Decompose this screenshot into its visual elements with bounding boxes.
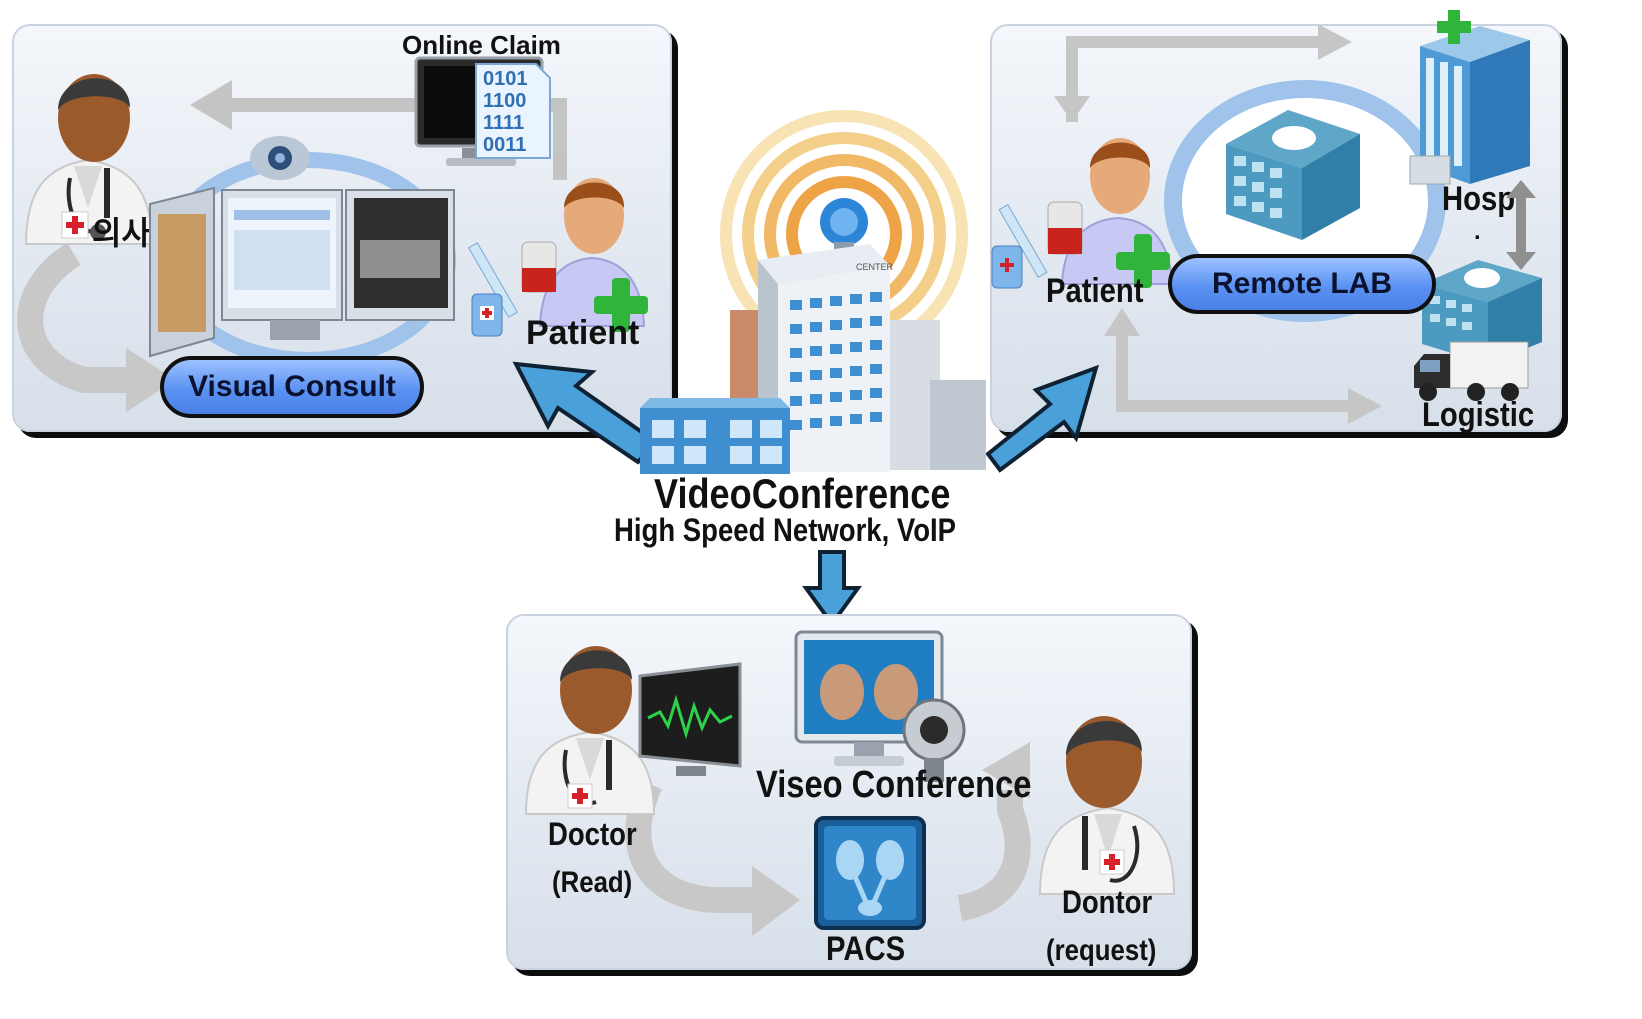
remote-lab-badge: Remote LAB	[1168, 254, 1436, 314]
green-cross-icon	[1116, 234, 1170, 288]
green-cross-icon	[594, 278, 648, 332]
remote-lab-building-icon	[1226, 110, 1360, 240]
medicine-icon	[991, 201, 1083, 289]
satellite-dish-icon	[820, 198, 868, 252]
center-building-icon	[640, 244, 986, 474]
pacs-icon	[814, 816, 926, 930]
conference-return-arrow	[982, 742, 1030, 798]
videoconference-subtitle: High Speed Network, VoIP	[614, 512, 957, 548]
lab-patient-label: Patient	[1046, 272, 1144, 310]
binary-line: 1111	[483, 112, 525, 134]
hosp-label: Hosp	[1442, 180, 1516, 218]
dontor-sub-label: (request)	[1046, 934, 1157, 967]
doctor-figure-icon	[524, 646, 656, 815]
hosp-dot: .	[1474, 218, 1481, 245]
viseo-conference-label: Viseo Conference	[756, 764, 1032, 806]
videoconference-title: VideoConference	[654, 470, 951, 517]
tower-sign: CENTER	[856, 262, 894, 272]
red-cross-icon	[567, 783, 593, 809]
binary-document-icon	[475, 63, 551, 159]
webcam-icon	[250, 136, 310, 180]
hosp-logistic-arrow	[1506, 180, 1536, 270]
consult-screens-icon	[149, 186, 455, 358]
lab-bottom-loop-arrow	[1104, 308, 1382, 424]
doctor-label-korean: 의사	[92, 215, 151, 251]
truck-icon	[1414, 341, 1529, 401]
claim-to-doctor-arrow	[190, 80, 567, 180]
hospital-tower-icon	[1409, 10, 1530, 185]
webcam-icon	[902, 698, 966, 782]
doctor-sub-label: (Read)	[552, 866, 633, 899]
waveform-monitor-icon	[638, 662, 742, 776]
binary-line: 1100	[483, 90, 527, 112]
dontor-label: Dontor	[1062, 884, 1153, 920]
online-claim-label: Online Claim	[402, 30, 561, 60]
video-conference-monitor-icon	[794, 630, 944, 766]
consult-loop-arrow	[17, 242, 176, 412]
logistic-label: Logistic	[1422, 396, 1535, 434]
pacs-label: PACS	[826, 930, 906, 968]
binary-line: 0011	[483, 134, 527, 156]
arrow-to-lab	[985, 364, 1100, 473]
red-cross-icon	[61, 211, 89, 239]
lab-top-loop-arrow	[1054, 24, 1352, 122]
arrow-to-conference	[802, 550, 862, 628]
patient-label: Patient	[526, 314, 640, 352]
binary-line: 0101	[483, 68, 528, 90]
visual-consult-badge: Visual Consult	[160, 356, 424, 418]
doctor-label: Doctor	[548, 816, 637, 852]
red-cross-icon	[1099, 849, 1125, 875]
doctor-figure-icon	[24, 74, 154, 245]
medicine-icon	[467, 241, 557, 337]
